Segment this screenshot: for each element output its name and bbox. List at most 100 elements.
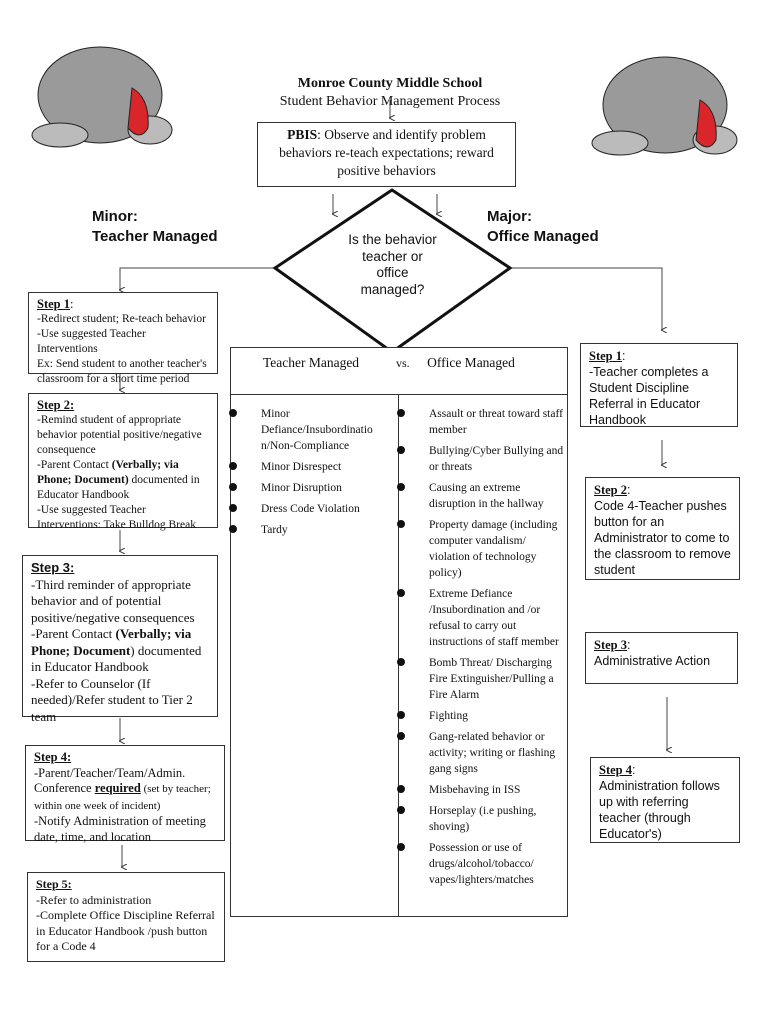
step-line: Ex: Send student to another teacher's cl… [37,358,207,385]
office-step-3: Step 3: Administrative Action [585,632,738,684]
decision-text: Is the behavior teacher or office manage… [348,232,437,297]
step-line: -Remind student of appropriate behavior … [37,414,202,456]
behavior-table: Teacher Managed vs. Office Managed Minor… [229,347,568,917]
behavior-list-item: Bullying/Cyber Bullying and or threats [397,443,564,475]
arrow-to-office-steps [509,267,662,330]
teacher-managed-list: Minor Defiance/Insubordinatio n/Non-Comp… [229,406,391,543]
minor-line1: Minor: [92,208,138,225]
behavior-text: Bullying/Cyber Bullying and or threats [429,445,564,473]
arrow-to-teacher-steps [120,267,276,290]
behavior-list-item: Horseplay (i.e pushing, shoving) [397,803,564,835]
office-step-1: Step 1: -Teacher completes a Student Dis… [580,343,738,427]
teacher-step-5: Step 5: -Refer to administration -Comple… [27,872,225,962]
step-title: Step 5: [36,877,72,891]
behavior-text: Minor Disruption [261,482,342,494]
bullet-icon [229,409,237,417]
step-title: Step 3 [594,638,627,652]
step-title: Step 1 [589,349,622,363]
behavior-text: Misbehaving in ISS [429,784,521,796]
behavior-text: Bomb Threat/ Discharging Fire Extinguish… [429,657,554,701]
bullet-icon [397,658,405,666]
behavior-text: Minor Defiance/Insubordinatio n/Non-Comp… [261,408,373,452]
step-line: -Refer to administration [36,892,152,907]
step-line: -Refer to Counselor (If needed)/Refer st… [31,675,193,724]
step-text: Code 4-Teacher pushes button for an Admi… [594,499,731,577]
behavior-text: Minor Disrespect [261,461,342,473]
table-header: Teacher Managed vs. Office Managed [231,348,567,395]
behavior-list-item: Assault or threat toward staff member [397,406,564,438]
bullet-icon [397,806,405,814]
behavior-list-item: Property damage (including computer vand… [397,517,564,581]
step-line: -Use suggested Teacher Interventions: Ta… [37,504,196,531]
column-divider [398,394,399,916]
step-text: -Teacher completes a Student Discipline … [589,365,709,427]
step-line: -Complete Office Discipline Referral in … [36,908,215,953]
step-line: -Redirect student; Re-teach behavior [37,313,206,325]
step-line: -Parent/Teacher/Team/Admin. Conference r… [34,765,211,812]
behavior-list-item: Minor Disruption [229,480,391,496]
bullet-icon [397,520,405,528]
teacher-step-3: Step 3: -Third reminder of appropriate b… [22,555,218,724]
behavior-list-item: Bomb Threat/ Discharging Fire Extinguish… [397,655,564,703]
behavior-list-item: Possession or use of drugs/alcohol/tobac… [397,840,564,888]
bullet-icon [229,462,237,470]
behavior-list-item: Causing an extreme disruption in the hal… [397,480,564,512]
step-line: -Notify Administration of meeting date, … [34,814,206,844]
page-title: Monroe County Middle School [297,76,483,91]
office-step-2: Step 2: Code 4-Teacher pushes button for… [585,477,740,580]
pbis-box: PBIS: Observe and identify problem behav… [257,122,516,187]
teacher-managed-header: Teacher Managed [262,355,360,370]
major-label: Major: Office Managed [487,207,599,247]
pbis-text: : Observe and identify problem behaviors… [279,127,494,178]
vs-label: vs. [396,356,410,370]
major-line2: Office Managed [487,228,599,245]
office-step-4: Step 4: Administration follows up with r… [590,757,740,843]
step-text: Administrative Action [594,654,711,668]
behavior-text: Extreme Defiance /Insubordination and /o… [429,588,559,648]
step-title: Step 2 [594,483,627,497]
behavior-list-item: Minor Disrespect [229,459,391,475]
major-line1: Major: [487,208,532,225]
step-title: Step 3: [31,560,75,575]
pbis-label: PBIS [287,127,318,142]
behavior-text: Causing an extreme disruption in the hal… [429,482,544,510]
minor-label: Minor: Teacher Managed [92,207,218,247]
step-title: Step 4 [599,763,632,777]
behavior-text: Tardy [261,524,288,536]
behavior-list-item: Dress Code Violation [229,501,391,517]
bullet-icon [229,525,237,533]
behavior-list-item: Fighting [397,708,564,724]
behavior-text: Property damage (including computer vand… [429,519,558,579]
step-title: Step 4: [34,750,72,764]
office-managed-header: Office Managed [427,355,515,370]
bullet-icon [397,409,405,417]
behavior-list-item: Gang-related behavior or activity; writi… [397,729,564,777]
bullet-icon [397,711,405,719]
step-line: -Parent Contact (Verbally; via Phone; Do… [31,626,202,674]
step-text: Administration follows up with referring… [599,779,720,841]
bulldog-mascot-left [31,46,173,148]
step-line: -Use suggested Teacher Interventions [37,328,146,355]
teacher-step-1: Step 1: -Redirect student; Re-teach beha… [28,292,218,385]
behavior-list-item: Minor Defiance/Insubordinatio n/Non-Comp… [229,406,391,454]
teacher-step-2: Step 2: -Remind student of appropriate b… [28,393,218,531]
behavior-text: Dress Code Violation [261,503,360,515]
bullet-icon [397,483,405,491]
step-title: Step 1 [37,297,70,311]
bullet-icon [397,785,405,793]
step-line: -Third reminder of appropriate behavior … [31,576,195,625]
behavior-text: Possession or use of drugs/alcohol/tobac… [429,842,534,886]
behavior-list-item: Tardy [229,522,391,538]
bulldog-mascot-right [591,56,738,156]
bullet-icon [397,589,405,597]
page-subtitle: Student Behavior Management Process [279,94,501,109]
behavior-text: Fighting [429,710,468,722]
header: Monroe County Middle School Student Beha… [200,76,580,110]
behavior-list-item: Misbehaving in ISS [397,782,564,798]
behavior-text: Gang-related behavior or activity; writi… [429,731,556,775]
teacher-step-4: Step 4: -Parent/Teacher/Team/Admin. Conf… [25,745,225,844]
minor-line2: Teacher Managed [92,228,218,245]
bullet-icon [229,483,237,491]
bullet-icon [397,732,405,740]
